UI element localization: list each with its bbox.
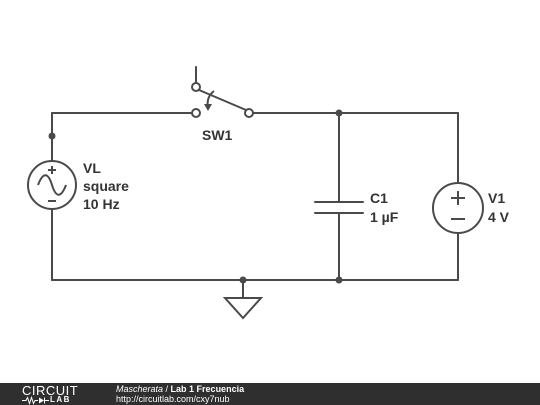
switch-sw1: [191, 66, 254, 118]
vl-type-label: square: [83, 178, 129, 194]
junction-dot: [48, 132, 56, 140]
c1-name-label: C1: [370, 190, 388, 206]
switch-label: SW1: [202, 127, 233, 143]
ac-source-vl: [27, 160, 77, 210]
circuit-title[interactable]: Lab 1 Frecuencia: [170, 384, 245, 394]
junction-dot: [335, 109, 343, 117]
circuitlab-logo[interactable]: CIRCUIT LAB: [22, 384, 102, 405]
vl-frequency-label: 10 Hz: [83, 196, 120, 212]
resistor-diode-icon: [22, 396, 49, 405]
dc-source-v1: [432, 182, 484, 234]
footer-info: Mascherata / Lab 1 Frecuencia http://cir…: [116, 384, 244, 404]
junction-dot: [239, 276, 247, 284]
v1-name-label: V1: [488, 190, 505, 206]
circuit-url[interactable]: http://circuitlab.com/cxy7nub: [116, 394, 230, 404]
v1-value-label: 4 V: [488, 209, 510, 225]
author-link[interactable]: Mascherata: [116, 384, 164, 394]
logo-wordmark-top: CIRCUIT: [22, 383, 79, 398]
logo-wordmark-bottom: LAB: [50, 395, 71, 404]
wires: [51, 112, 459, 299]
vl-name-label: VL: [83, 160, 101, 176]
c1-value-label: 1 µF: [370, 209, 399, 225]
capacitor-c1: [314, 201, 364, 214]
circuit-credit: Mascherata / Lab 1 Frecuencia: [116, 384, 244, 394]
ground-symbol: [222, 297, 264, 320]
credit-separator: /: [163, 384, 171, 394]
junction-dot: [335, 276, 343, 284]
footer-bar: CIRCUIT LAB Mascherata / Lab 1 Frecuenci…: [0, 383, 540, 405]
